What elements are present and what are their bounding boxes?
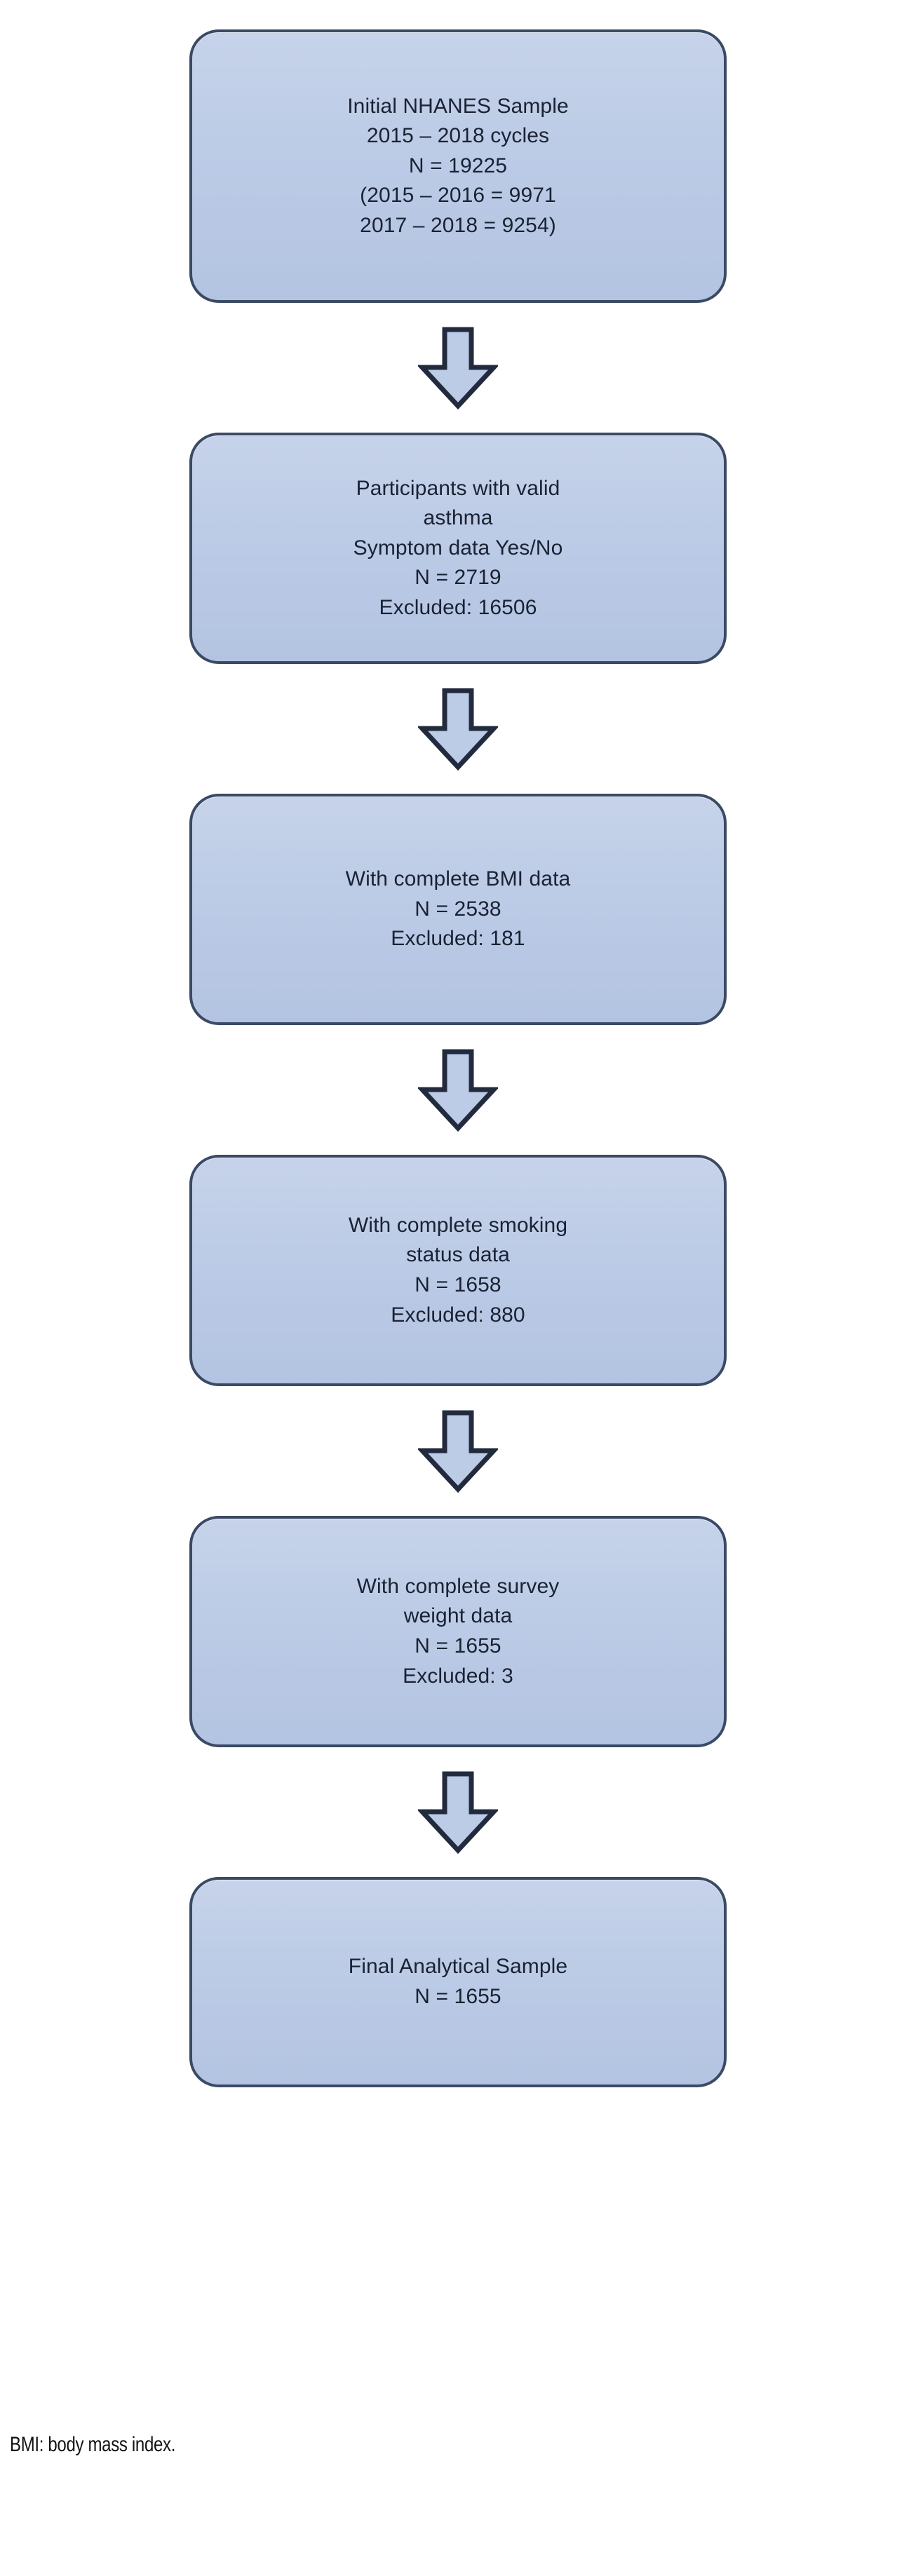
flow-node-line: weight data <box>403 1604 513 1628</box>
flow-node-initial-nhanes-sample: Initial NHANES Sample 2015 – 2018 cycles… <box>189 29 727 303</box>
flow-node-line: With complete BMI data <box>345 867 571 891</box>
flow-node-line: Excluded: 16506 <box>379 595 537 619</box>
flow-node-with-complete-survey-weight-data: With complete survey weight data N = 165… <box>189 1516 727 1747</box>
arrow-down-icon <box>418 327 498 409</box>
flow-node-with-complete-smoking-status-data: With complete smoking status data N = 16… <box>189 1155 727 1386</box>
flow-node-line: N = 2538 <box>415 897 501 921</box>
flow-arrow-2 <box>418 664 498 794</box>
flow-arrow-4 <box>418 1386 498 1516</box>
flow-node-line: asthma <box>423 506 493 530</box>
arrow-down-icon <box>418 1410 498 1493</box>
flow-node-line: Excluded: 3 <box>403 1664 513 1688</box>
flow-node-line: N = 1658 <box>415 1273 501 1296</box>
flow-node-line: Excluded: 181 <box>391 927 525 951</box>
flow-node-line: Symptom data Yes/No <box>353 536 563 560</box>
flow-node-final-analytical-sample: Final Analytical Sample N = 1655 <box>189 1877 727 2087</box>
flow-arrow-3 <box>418 1025 498 1155</box>
flow-node-line: Participants with valid <box>356 476 560 500</box>
arrow-down-icon <box>418 688 498 771</box>
flow-node-line: Final Analytical Sample <box>348 1955 568 1979</box>
flow-node-line: 2017 – 2018 = 9254) <box>360 213 556 237</box>
flow-node-line: Excluded: 880 <box>391 1303 525 1327</box>
flow-node-line: With complete smoking <box>348 1213 568 1237</box>
flow-arrow-5 <box>418 1747 498 1877</box>
flow-node-line: status data <box>406 1243 510 1267</box>
arrow-down-icon <box>418 1771 498 1854</box>
flow-node-line: N = 2719 <box>415 566 501 590</box>
arrow-down-icon <box>418 1049 498 1132</box>
flow-node-line: N = 1655 <box>415 1634 501 1658</box>
flow-node-line: (2015 – 2016 = 9971 <box>360 184 556 208</box>
flow-node-line: Initial NHANES Sample <box>347 94 569 118</box>
flow-node-line: N = 19225 <box>408 154 508 177</box>
flow-node-participants-with-valid-asthma: Participants with valid asthma Symptom d… <box>189 433 727 664</box>
flowchart-container: Initial NHANES Sample 2015 – 2018 cycles… <box>189 29 727 2087</box>
figure-footnote: BMI: body mass index. <box>10 2433 176 2456</box>
flow-node-line: 2015 – 2018 cycles <box>366 124 550 148</box>
flow-node-with-complete-bmi-data: With complete BMI data N = 2538 Excluded… <box>189 794 727 1025</box>
flow-node-line: N = 1655 <box>415 1985 501 2008</box>
flow-arrow-1 <box>418 303 498 433</box>
flow-node-line: With complete survey <box>356 1574 560 1598</box>
